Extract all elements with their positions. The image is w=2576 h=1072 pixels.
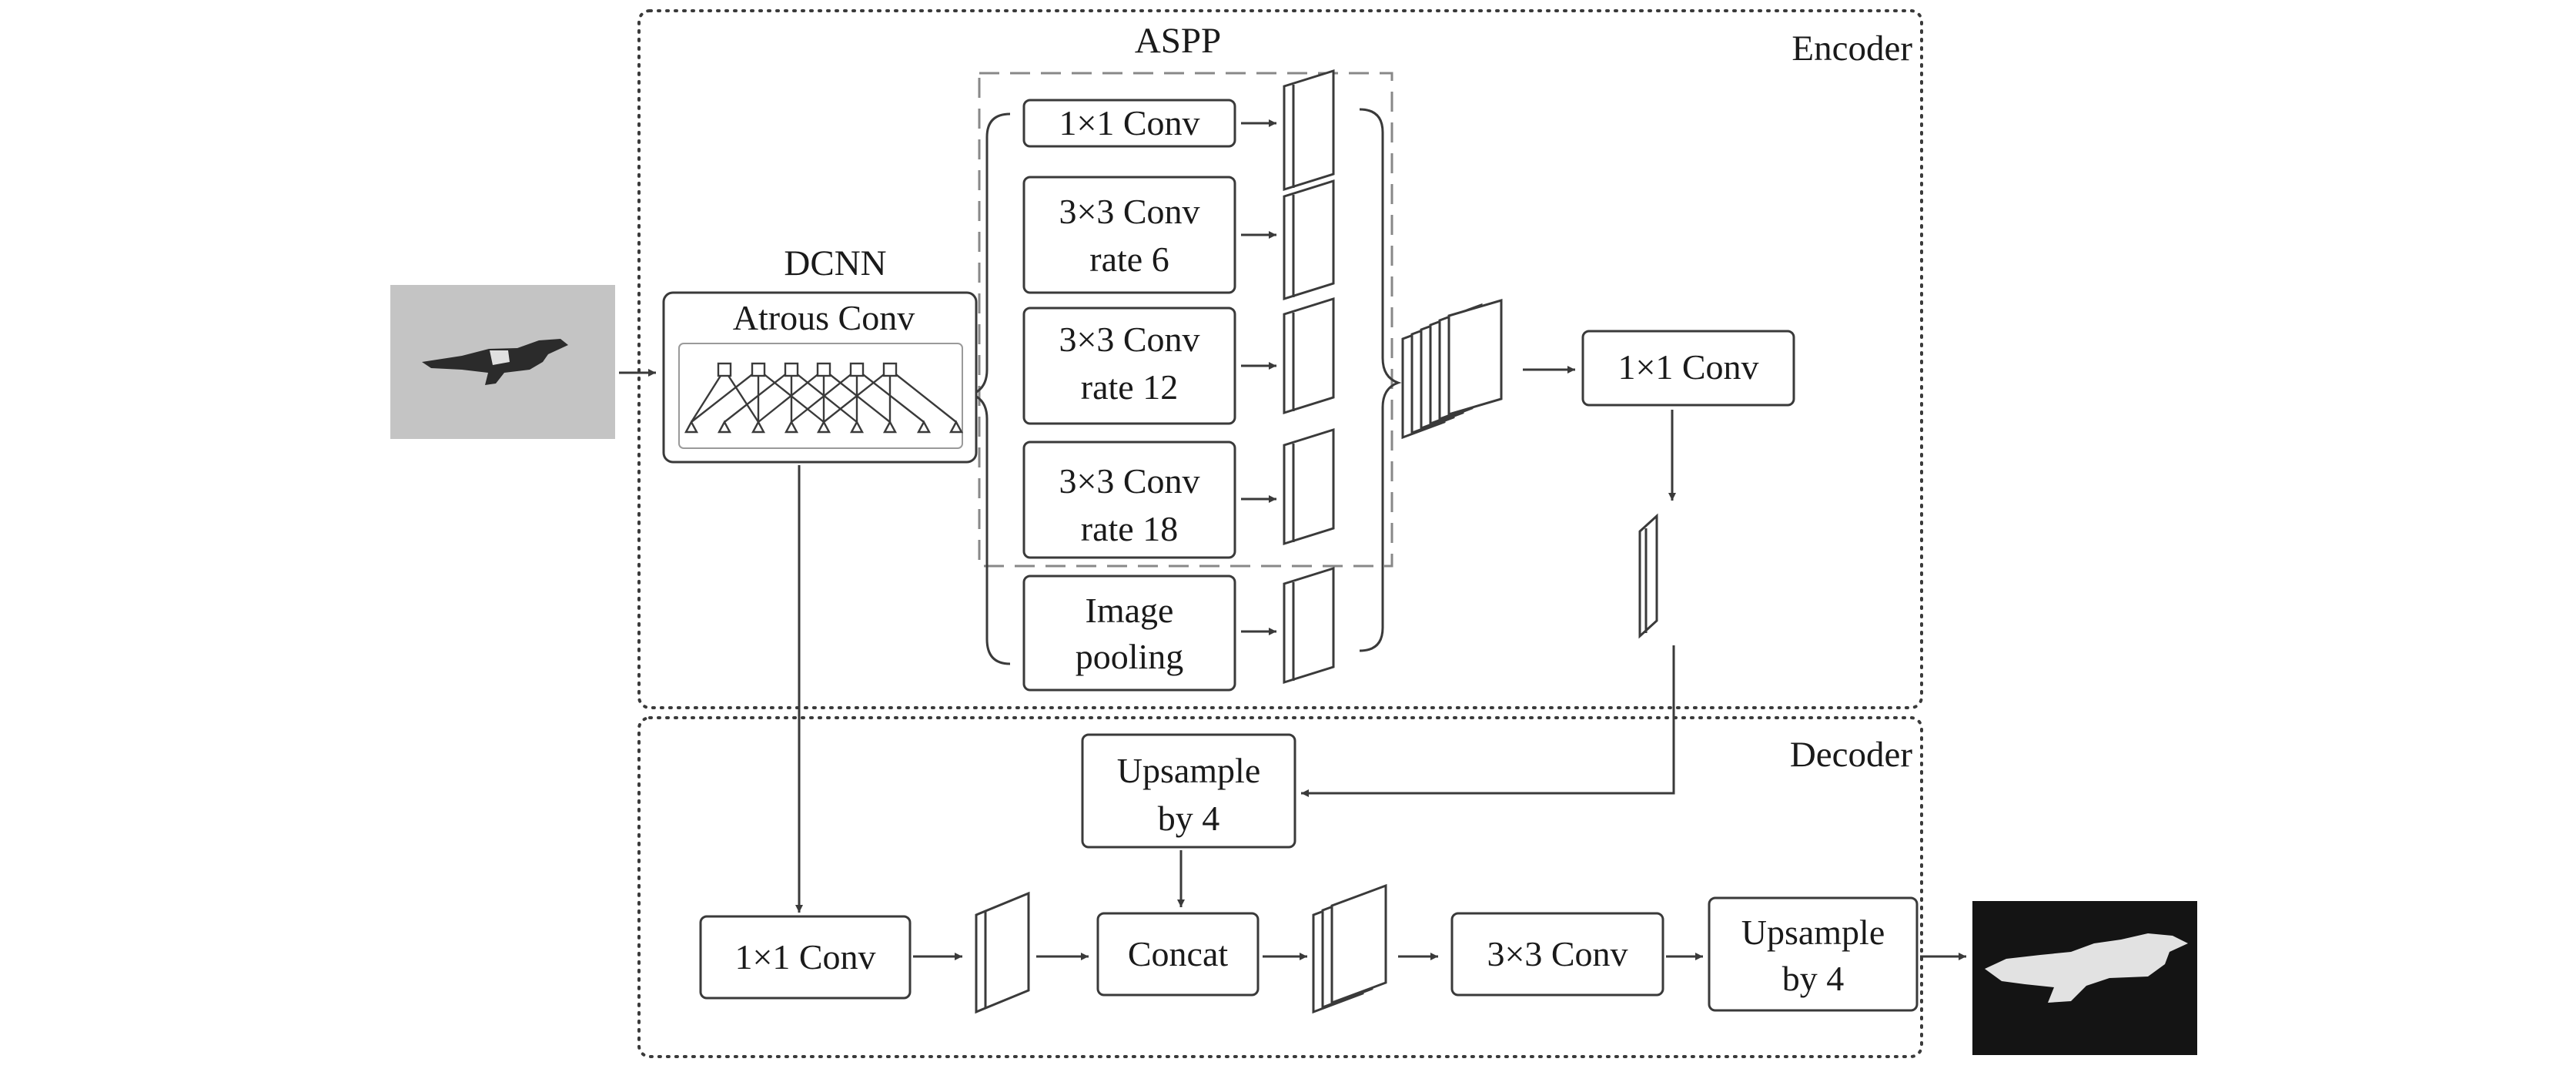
aspp-pooling-line1: Image <box>1086 591 1174 630</box>
aspp-conv-rate18-box: 3×3 Conv rate 18 <box>1022 441 1236 559</box>
aspp-rate18-line2: rate 18 <box>1081 509 1178 548</box>
aspp-module: ASPP 1×1 Conv 3×3 Conv rate 6 3×3 Conv r… <box>968 21 1402 692</box>
aircraft-mask-silhouette <box>1985 933 2188 1003</box>
decoder-low-level-feature-map <box>975 891 1030 1014</box>
aspp-feature-map <box>1283 296 1335 415</box>
dcnn-title: DCNN <box>784 243 886 283</box>
aspp-concat-feature-stack <box>1401 298 1503 440</box>
aspp-feature-map <box>1283 427 1335 546</box>
aspp-rate12-line1: 3×3 Conv <box>1059 320 1199 359</box>
decoder-label: Decoder <box>1790 735 1913 775</box>
aspp-title: ASPP <box>1135 21 1221 61</box>
decoder-concat-feature-stack <box>1312 883 1387 1014</box>
aspp-feature-map <box>1283 566 1335 685</box>
aspp-feature-map <box>1283 179 1335 301</box>
aspp-feature-map <box>1283 69 1335 192</box>
decoder-concat-label: Concat <box>1128 934 1229 973</box>
decoder-conv1x1-box: 1×1 Conv <box>699 915 912 1000</box>
encoder-label: Encoder <box>1791 28 1912 69</box>
atrous-conv-label: Atrous Conv <box>733 298 915 337</box>
decoder-concat-box: Concat <box>1096 912 1260 997</box>
decoder-final-upsample-line1: Upsample <box>1741 913 1885 952</box>
aspp-conv1x1-label: 1×1 Conv <box>1059 103 1199 142</box>
aspp-rate12-line2: rate 12 <box>1081 367 1178 407</box>
aspp-rate6-line1: 3×3 Conv <box>1059 192 1199 231</box>
aspp-conv-rate12-box: 3×3 Conv rate 12 <box>1022 307 1236 425</box>
encoder-conv1x1-box: 1×1 Conv <box>1581 330 1795 407</box>
aspp-rate6-line2: rate 6 <box>1089 240 1169 279</box>
encoder-output-feature-map <box>1638 513 1658 639</box>
dcnn-block: DCNN Atrous Conv <box>662 243 978 464</box>
aspp-conv1x1-box: 1×1 Conv <box>1022 99 1236 148</box>
aspp-pooling-line2: pooling <box>1076 637 1184 676</box>
decoder-conv3x3-label: 3×3 Conv <box>1487 934 1628 973</box>
decoder-final-upsample-box: Upsample by 4 <box>1708 896 1919 1012</box>
aspp-right-brace <box>1359 108 1402 652</box>
aspp-rate18-line1: 3×3 Conv <box>1059 461 1199 501</box>
decoder-conv3x3-box: 3×3 Conv <box>1450 912 1664 997</box>
output-segmentation-mask <box>1972 901 2197 1055</box>
decoder-upsample-line1: Upsample <box>1117 751 1261 790</box>
encoder-conv1x1-label: 1×1 Conv <box>1618 347 1758 387</box>
decoder-upsample-line2: by 4 <box>1158 799 1220 838</box>
atrous-conv-graph <box>684 362 964 434</box>
aspp-conv-rate6-box: 3×3 Conv rate 6 <box>1022 176 1236 294</box>
decoder-frame: Decoder <box>637 716 1923 1058</box>
decoder-conv1x1-label: 1×1 Conv <box>734 937 875 977</box>
input-image <box>390 285 615 439</box>
decoder-upsample-box: Upsample by 4 <box>1081 733 1296 849</box>
aspp-image-pooling-box: Image pooling <box>1022 575 1236 692</box>
decoder-final-upsample-line2: by 4 <box>1782 959 1845 998</box>
encoder-frame: Encoder <box>637 9 1923 709</box>
